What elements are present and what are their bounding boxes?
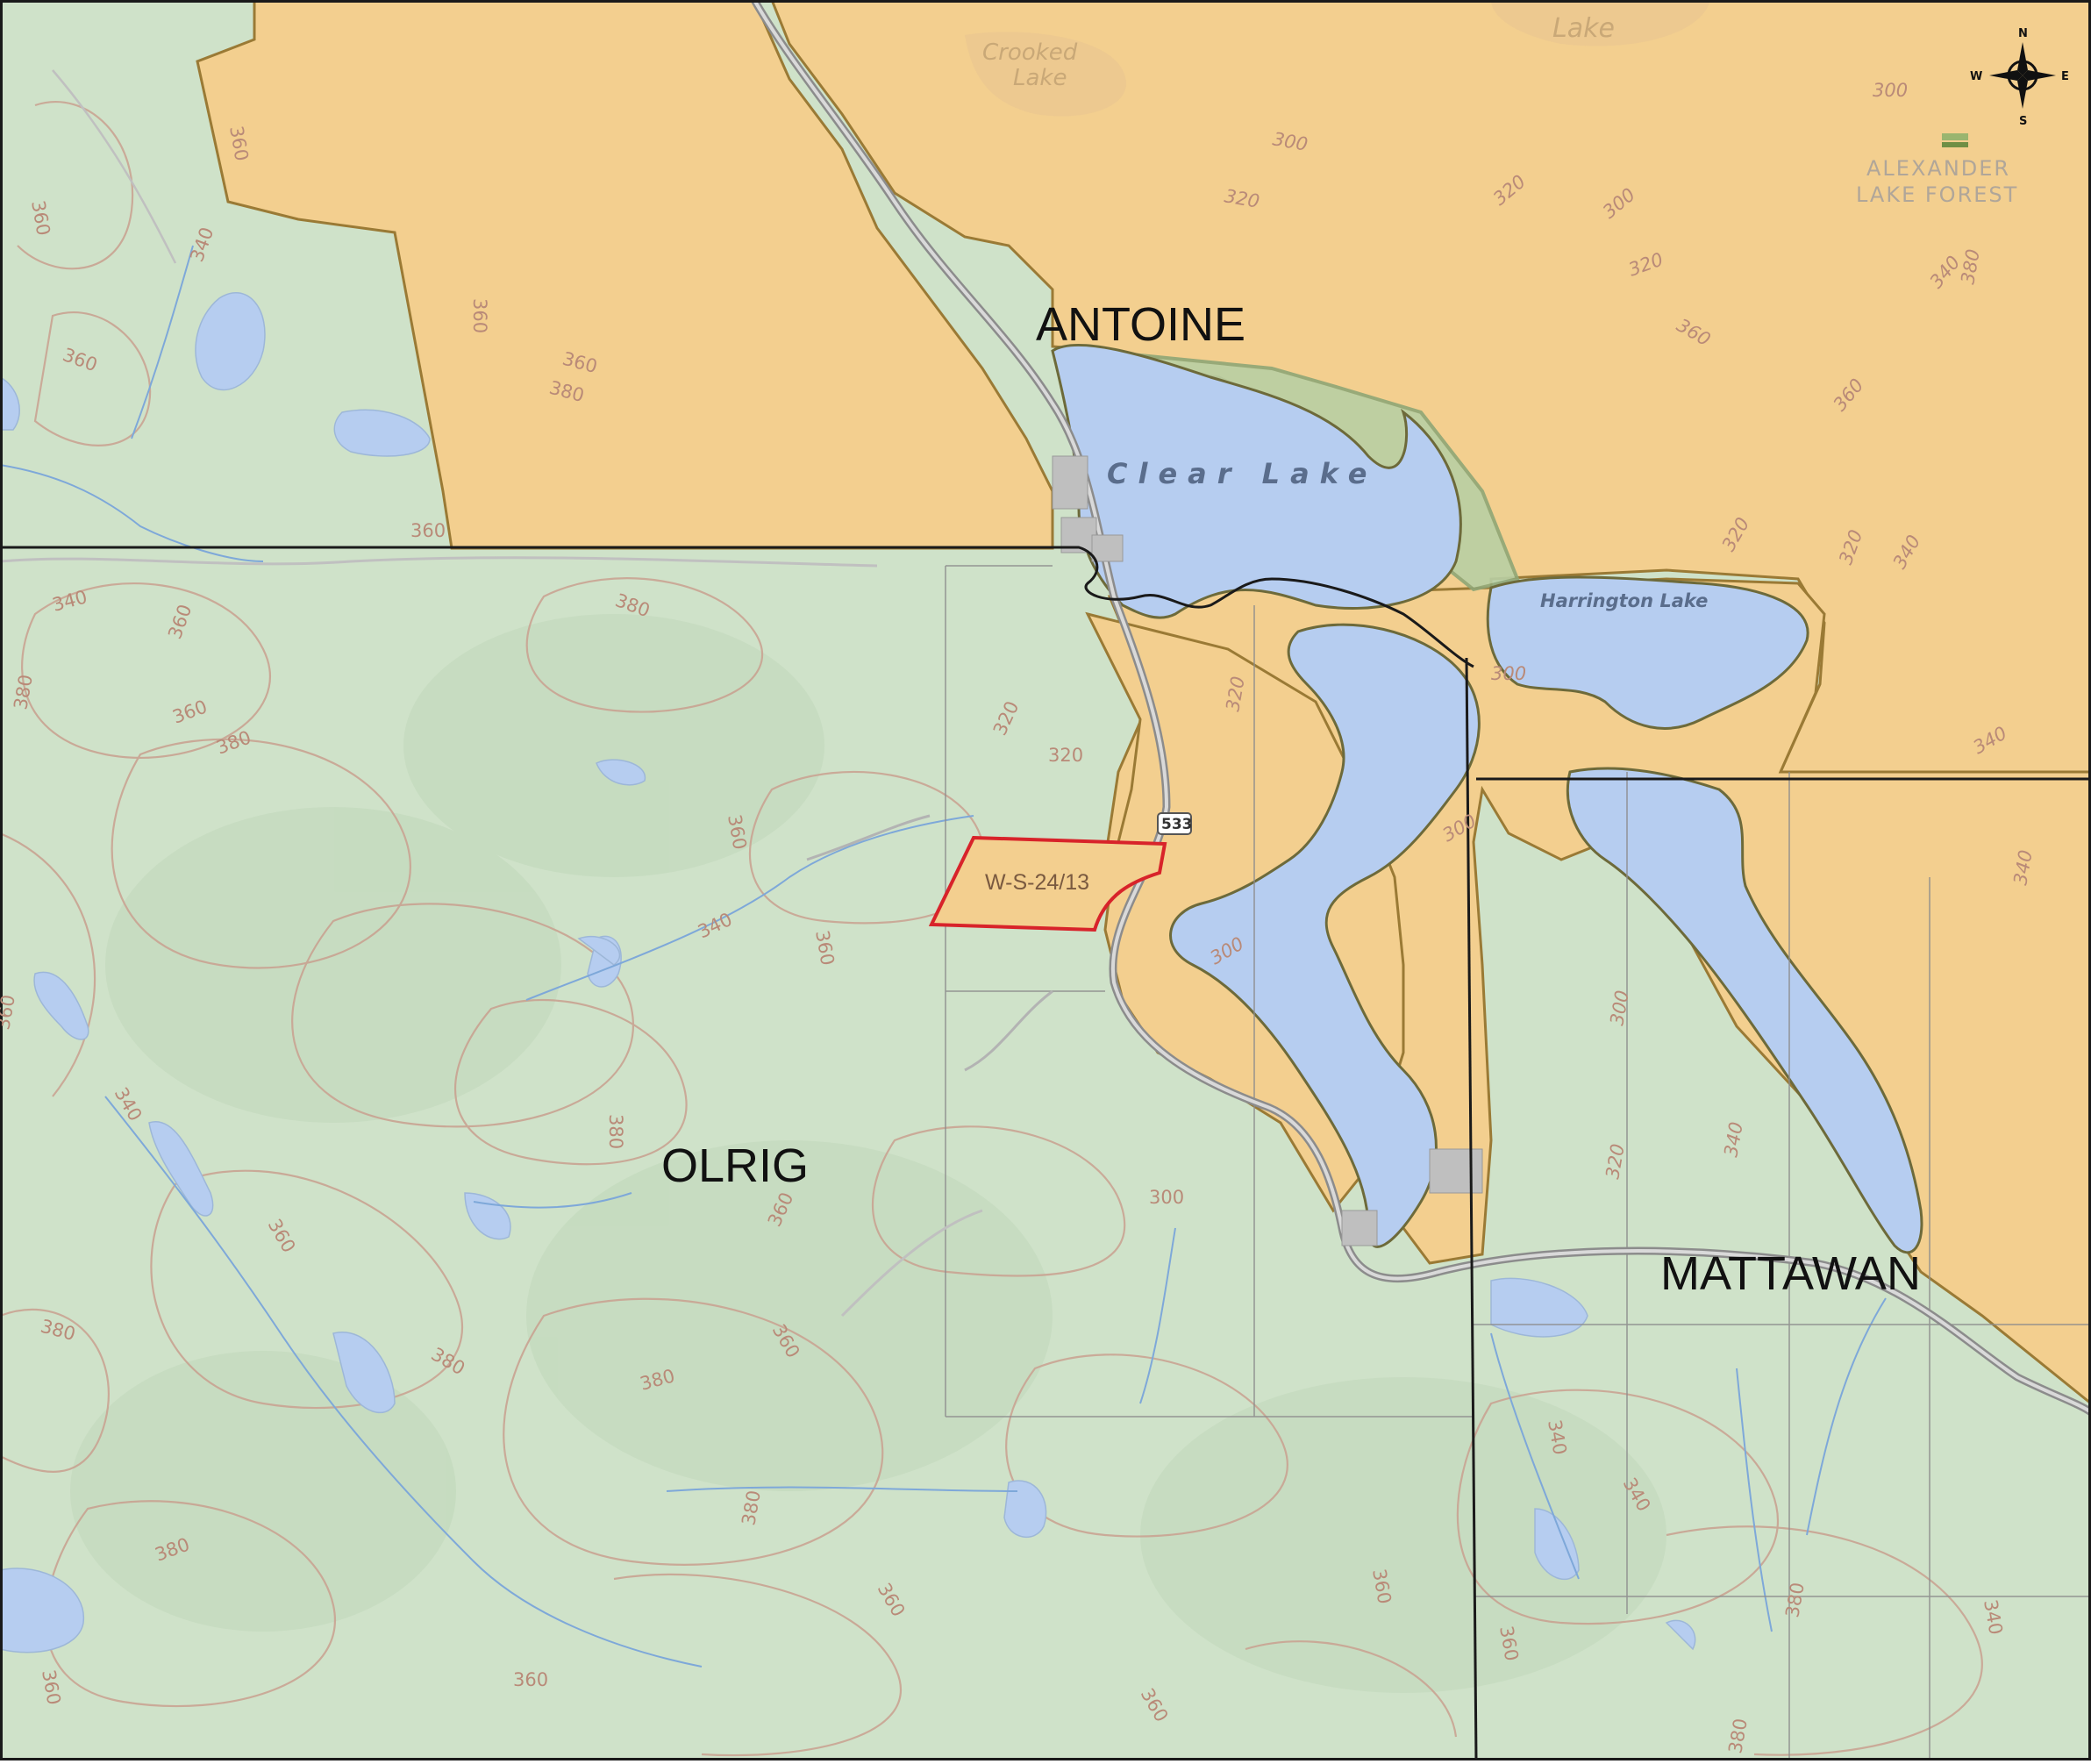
svg-text:320: 320 — [1048, 745, 1083, 766]
hillshade — [70, 614, 1666, 1693]
svg-text:360: 360 — [410, 520, 446, 541]
east-long-lake — [1566, 767, 1923, 1254]
crooked-lake — [965, 32, 1126, 117]
svg-text:380: 380 — [605, 1114, 626, 1149]
highway-shield-icon: 533 — [1157, 812, 1193, 835]
svg-text:300: 300 — [1491, 663, 1526, 684]
svg-text:N: N — [2018, 27, 2028, 40]
svg-text:360: 360 — [513, 1669, 548, 1690]
clear-lake-label: Clear Lake — [1107, 457, 1378, 490]
settlements — [1052, 455, 1483, 1246]
svg-text:E: E — [2061, 70, 2069, 83]
clear-lake — [1051, 343, 1462, 619]
small-lakes — [0, 292, 1696, 1653]
claim-label: W-S-24/13 — [985, 870, 1089, 895]
forest-label-1: ALEXANDER — [1866, 156, 2010, 181]
svg-text:360: 360 — [0, 993, 19, 1032]
svg-text:W: W — [1970, 70, 1982, 83]
crooked-lake-label-1: Crooked — [982, 39, 1078, 66]
water-bodies — [965, 0, 1923, 1254]
svg-text:360: 360 — [469, 298, 490, 333]
forest-symbol-icon — [1942, 133, 1968, 147]
streams — [0, 245, 1887, 1668]
compass-rose-icon: N S E W — [1970, 27, 2069, 128]
top-lake-label: Lake — [1552, 13, 1615, 44]
lot-lines — [945, 565, 2091, 1760]
forest-label-2: LAKE FOREST — [1856, 182, 2018, 207]
harrington-lake — [1486, 575, 1809, 730]
claim-polygon[interactable] — [928, 835, 1167, 932]
roads — [0, 0, 2091, 1416]
township-label-antoine: ANTOINE — [1036, 298, 1245, 351]
township-label-mattawan: MATTAWAN — [1660, 1247, 1921, 1300]
crooked-lake-label-2: Lake — [1013, 65, 1067, 91]
township-label-olrig: OLRIG — [661, 1139, 809, 1192]
top-right-lake — [1491, 0, 1710, 46]
svg-text:533: 533 — [1161, 816, 1193, 833]
harrington-lake-label: Harrington Lake — [1540, 590, 1708, 611]
svg-text:300: 300 — [1149, 1187, 1184, 1208]
svg-text:300: 300 — [1873, 80, 1908, 101]
svg-text:S: S — [2019, 115, 2027, 128]
contour-lines — [0, 101, 1983, 1757]
